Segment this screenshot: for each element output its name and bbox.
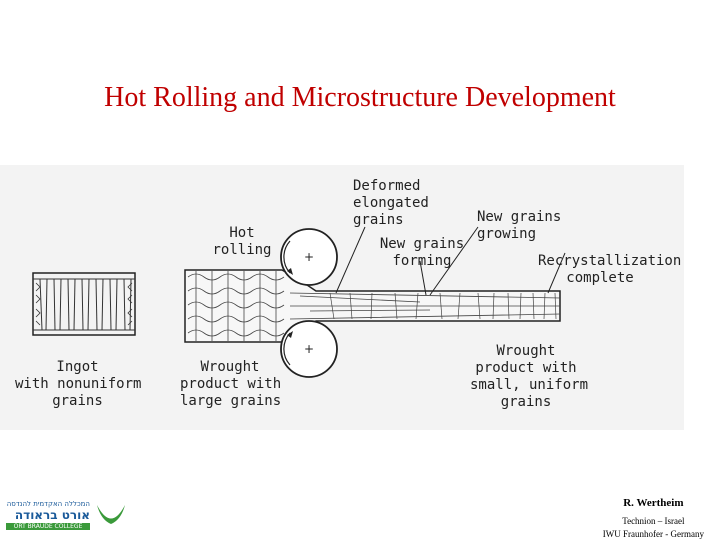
ingot-drawing bbox=[32, 272, 136, 336]
leaf-emblem-icon bbox=[97, 505, 125, 524]
label-new-grains-growing: New grains growing bbox=[477, 209, 562, 242]
svg-text:+: + bbox=[304, 342, 314, 356]
author-affiliation-2: IWU Fraunhofer - Germany bbox=[602, 529, 704, 539]
label-wrought-large-grains: Wrought product with large grains bbox=[180, 359, 282, 409]
lower-roll: + bbox=[280, 320, 338, 378]
rolling-schematic: + + bbox=[32, 226, 566, 378]
logo-english: ORT BRAUDE COLLEGE bbox=[6, 523, 90, 530]
ort-braude-logo: המכללה האקדמית להנדסה אורט בראודה ORT BR… bbox=[6, 500, 132, 534]
label-wrought-small-grains: Wrought product with small, uniform grai… bbox=[470, 343, 589, 410]
slide-title: Hot Rolling and Microstructure Developme… bbox=[104, 82, 616, 113]
leader-lines bbox=[335, 226, 566, 296]
logo-hebrew-large: אורט בראודה bbox=[14, 508, 90, 522]
workpiece-drawing bbox=[184, 269, 561, 343]
hot-rolling-diagram: + + Deformed elongated grains Hot rollin… bbox=[0, 165, 684, 430]
logo-hebrew-small: המכללה האקדמית להנדסה bbox=[6, 500, 90, 508]
upper-roll: + bbox=[280, 228, 338, 286]
author-name: R. Wertheim bbox=[623, 497, 684, 509]
label-recrystallization-complete: Recrystallization complete bbox=[538, 253, 682, 286]
author-block: R. Wertheim Technion – Israel IWU Fraunh… bbox=[603, 497, 704, 541]
label-new-grains-forming: New grains forming bbox=[379, 236, 465, 269]
label-deformed-grains: Deformed elongated grains bbox=[353, 178, 429, 228]
svg-text:+: + bbox=[304, 250, 314, 264]
label-ingot: Ingot with nonuniform grains bbox=[15, 359, 142, 409]
author-affiliation-1: Technion – Israel bbox=[622, 516, 685, 526]
label-hot-rolling: Hot rolling bbox=[212, 225, 272, 258]
logo-text: המכללה האקדמית להנדסה אורט בראודה ORT BR… bbox=[6, 500, 90, 530]
